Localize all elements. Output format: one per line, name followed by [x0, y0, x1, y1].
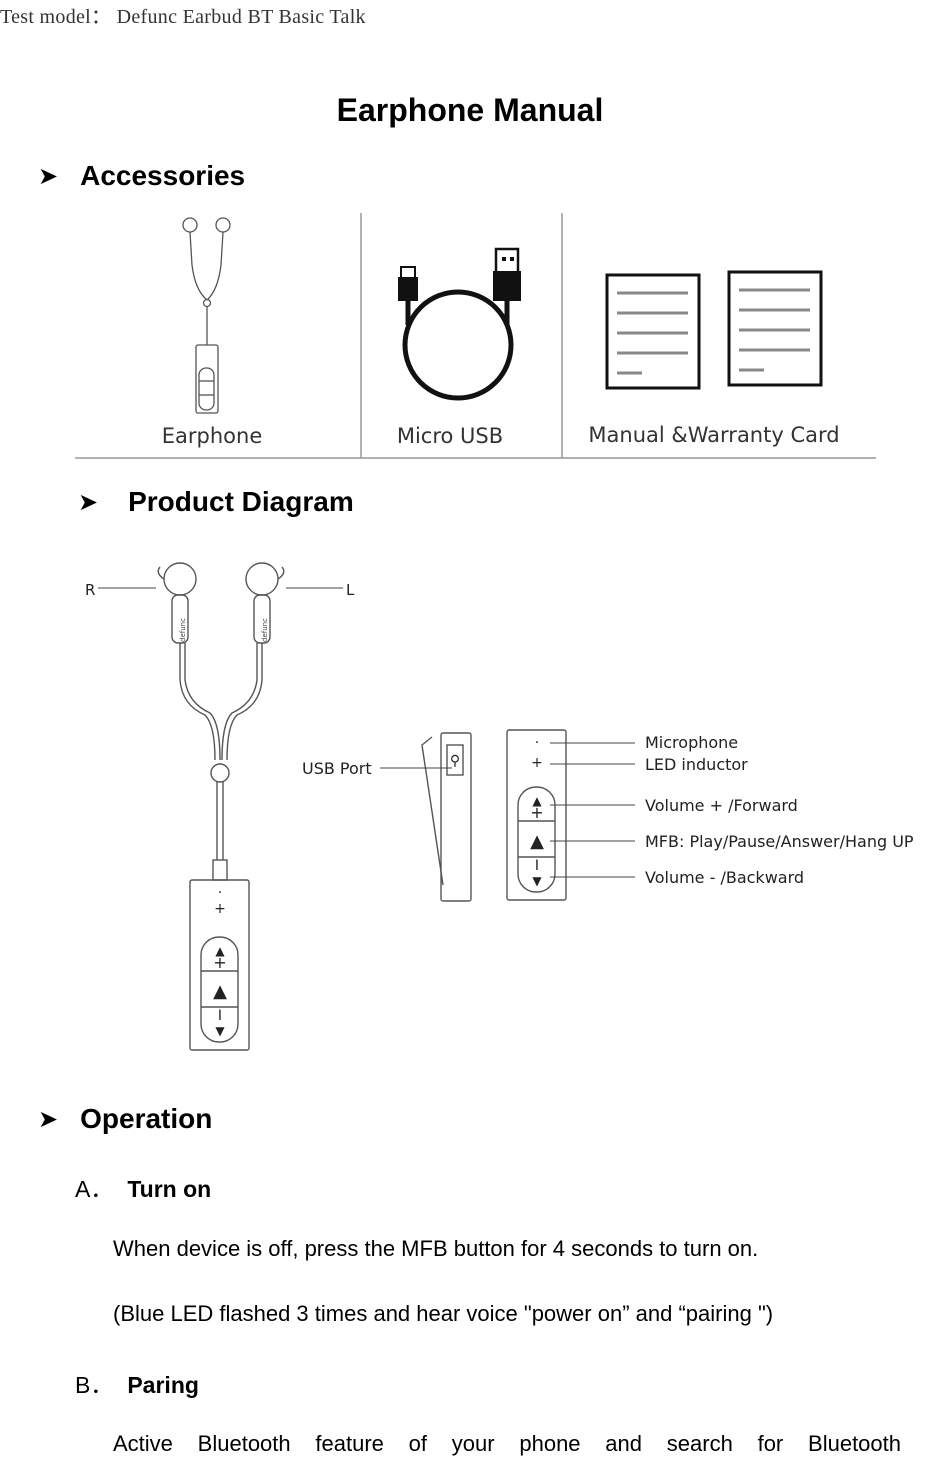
- earphone-caption: Earphone: [162, 424, 263, 448]
- turn-on-subheading: A． Turn on: [75, 1170, 211, 1204]
- svg-text:▲: ▲: [530, 831, 544, 852]
- accessories-heading: ➤ Accessories: [38, 160, 245, 192]
- micro-usb-cable-illustration: [398, 247, 521, 401]
- subheading-letter: A．: [75, 1176, 114, 1202]
- led-inductor-label: LED inductor: [645, 755, 748, 774]
- svg-text:⚲: ⚲: [450, 753, 460, 769]
- svg-text:·: ·: [535, 735, 539, 751]
- arrow-bullet-icon: ➤: [38, 1105, 59, 1133]
- manual-warranty-card-illustration: [605, 270, 823, 390]
- left-label: L: [346, 581, 355, 599]
- turn-on-instruction: When device is off, press the MFB button…: [113, 1236, 759, 1261]
- turn-on-note: (Blue LED flashed 3 times and hear voice…: [113, 1301, 774, 1326]
- brand-label-left: defunc: [261, 618, 269, 642]
- test-model-header: Test model： Defunc Earbud BT Basic Talk: [0, 6, 366, 28]
- usb-port-label: USB Port: [302, 759, 372, 778]
- right-label: R: [85, 581, 95, 599]
- remote-front-view: [506, 729, 567, 901]
- svg-text:·: ·: [218, 885, 222, 901]
- brand-label-right: defunc: [179, 618, 187, 642]
- accessories-figure: Earphone Micro USB Manual &Warranty Card: [75, 213, 876, 459]
- svg-text:I: I: [535, 858, 539, 874]
- pairing-instruction: Active Bluetooth feature of your phone a…: [113, 1431, 901, 1456]
- arrow-bullet-icon: ➤: [38, 162, 59, 190]
- svg-text:I: I: [218, 1008, 222, 1024]
- svg-text:+: +: [213, 953, 226, 972]
- manual-card-caption: Manual &Warranty Card: [588, 423, 839, 447]
- arrow-bullet-icon: ➤: [78, 488, 99, 516]
- operation-heading: ➤ Operation: [38, 1103, 212, 1135]
- product-diagram-heading: ➤ Product Diagram: [78, 486, 354, 518]
- svg-text:+: +: [530, 803, 543, 822]
- svg-text:+: +: [531, 755, 543, 771]
- micro-usb-caption: Micro USB: [397, 424, 503, 448]
- svg-text:▲: ▲: [532, 794, 542, 808]
- volume-up-label: Volume + /Forward: [645, 796, 798, 815]
- subheading-title: Paring: [127, 1372, 199, 1398]
- product-diagram-heading-text: Product Diagram: [128, 486, 354, 517]
- svg-text:▼: ▼: [532, 874, 542, 888]
- volume-down-label: Volume - /Backward: [645, 868, 804, 887]
- left-earbud: [245, 562, 279, 596]
- subheading-letter: B．: [75, 1372, 114, 1398]
- document-title: Earphone Manual: [336, 92, 604, 128]
- accessories-heading-text: Accessories: [80, 160, 246, 191]
- svg-text:▲: ▲: [215, 944, 225, 958]
- right-earbud: [163, 562, 197, 596]
- svg-text:▼: ▼: [215, 1024, 225, 1038]
- mfb-label: MFB: Play/Pause/Answer/Hang UP: [645, 832, 914, 851]
- subheading-title: Turn on: [127, 1176, 212, 1202]
- pairing-subheading: B． Paring: [75, 1366, 199, 1400]
- svg-text:+: +: [214, 901, 226, 917]
- earphone-illustration: [182, 217, 231, 414]
- operation-heading-text: Operation: [80, 1103, 213, 1134]
- remote-body: [189, 879, 250, 1051]
- microphone-label: Microphone: [645, 733, 738, 752]
- product-diagram-figure: · + ▲ + ▲ I ▼ · + ▲ + ▲ I ▼ ⚲ defunc def…: [85, 562, 914, 1051]
- clip-side-view: [440, 732, 472, 902]
- svg-text:▲: ▲: [213, 981, 227, 1002]
